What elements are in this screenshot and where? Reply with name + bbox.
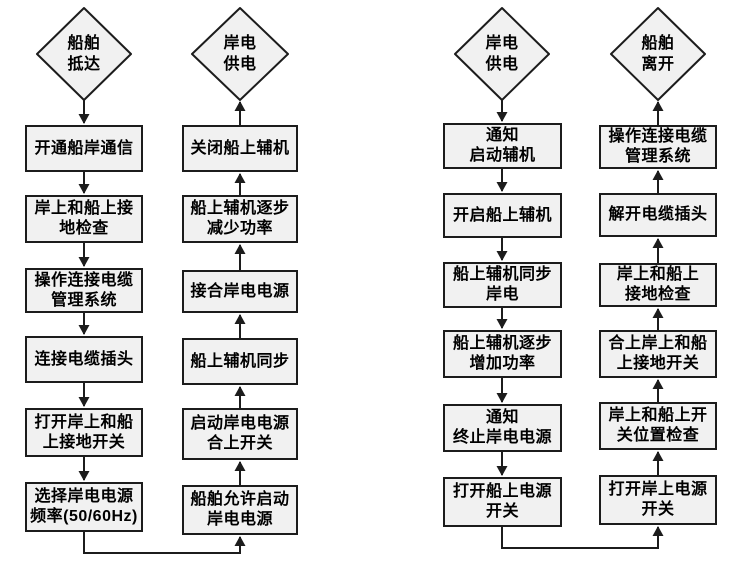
flow-step-box: 岸上和船上接 地检查 — [25, 195, 143, 243]
flow-step-box: 船上辅机同步 — [182, 338, 298, 385]
flow-step-box: 解开电缆插头 — [599, 193, 717, 237]
flow-step-box: 船上辅机逐步 增加功率 — [443, 330, 562, 378]
terminal-label-shore-power-supply: 岸电 供电 — [485, 35, 519, 73]
down-arrows-left — [78, 100, 246, 554]
terminal-label-ship-depart: 船舶 离开 — [641, 35, 675, 73]
flow-step-box: 开启船上辅机 — [443, 193, 562, 238]
terminal-diamonds — [36, 7, 706, 101]
terminal-diamond — [610, 7, 706, 101]
flow-step-box: 开通船岸通信 — [25, 125, 143, 172]
flow-step-box: 船舶允许启动 岸电电源 — [182, 485, 298, 535]
flow-step-box: 接合岸电电源 — [182, 270, 298, 313]
flow-step-box: 关闭船上辅机 — [182, 125, 298, 172]
flow-step-box: 操作连接电缆 管理系统 — [599, 125, 717, 169]
flow-step-box: 打开船上电源 开关 — [443, 477, 562, 527]
flow-step-box: 船上辅机逐步 减少功率 — [182, 195, 298, 243]
flow-step-box: 合上岸上和船 上接地开关 — [599, 330, 717, 378]
flow-step-box: 通知 启动辅机 — [443, 123, 562, 169]
flow-step-box: 岸上和船上开 关位置检查 — [599, 402, 717, 450]
terminal-label-shore-power-on: 岸电 供电 — [223, 35, 257, 73]
flow-step-box: 操作连接电缆 管理系统 — [25, 268, 143, 313]
terminal-label-ship-arrive: 船舶 抵达 — [67, 35, 101, 73]
down-arrows-right — [496, 100, 664, 549]
flow-step-box: 通知 终止岸电电源 — [443, 404, 562, 452]
flow-step-box: 选择岸电电源 频率(50/60Hz) — [25, 482, 143, 532]
flow-step-box: 打开岸上电源 开关 — [599, 475, 717, 525]
flow-step-box: 启动岸电电源 合上开关 — [182, 408, 298, 460]
flow-step-box: 船上辅机同步 岸电 — [443, 262, 562, 308]
flow-step-box: 岸上和船上 接地检查 — [599, 263, 717, 307]
terminal-diamond — [191, 7, 289, 101]
flow-step-box: 打开岸上和船 上接地开关 — [25, 408, 143, 457]
flow-step-box: 连接电缆插头 — [25, 336, 143, 383]
